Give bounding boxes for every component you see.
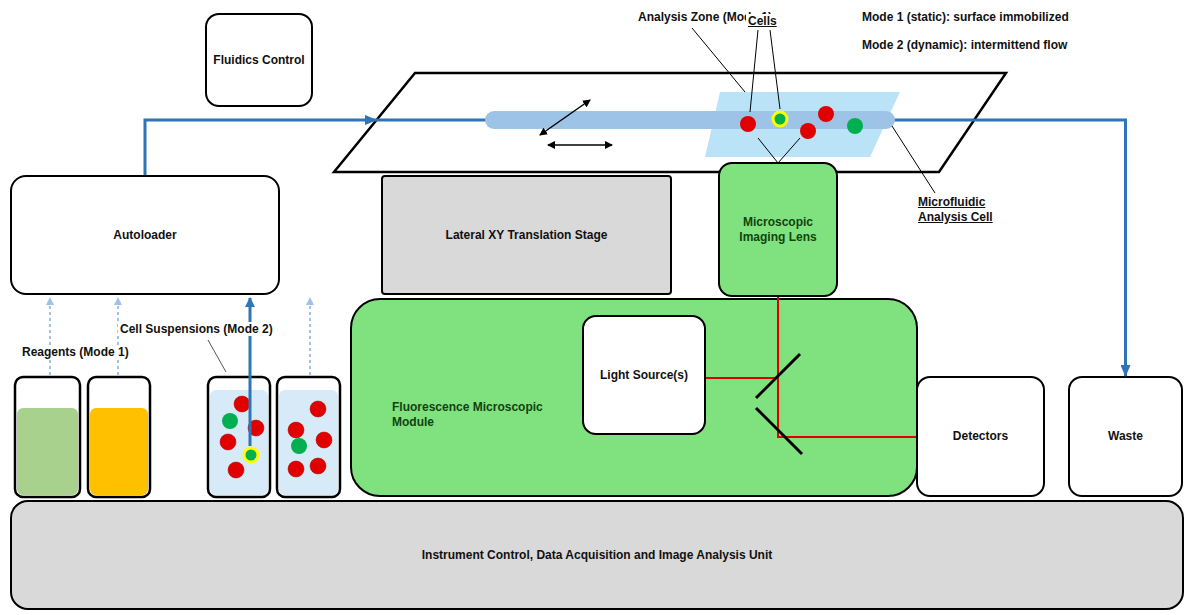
- mode-note: Mode 2 (dynamic): intermittend flow: [860, 38, 1069, 52]
- node-text: Fluorescence Microscopic Module: [392, 400, 582, 430]
- node-text: Light Source(s): [600, 368, 688, 383]
- node-text: Fluidics Control: [213, 53, 304, 68]
- reagent-label: Reagents (Mode 1): [20, 345, 131, 359]
- flow-connector: [975, 120, 1125, 376]
- module-box: Fluorescence Microscopic Module Light Sou…: [350, 298, 918, 497]
- autoloader-box: Autoloader: [10, 175, 280, 295]
- node-text: Microfluidic Analysis Cell: [918, 195, 1013, 225]
- lens-box: Microscopic Imaging Lens: [718, 162, 838, 297]
- waste-box: Waste: [1068, 376, 1183, 497]
- cells-label: Cells: [746, 14, 779, 28]
- node-text: Detectors: [953, 429, 1008, 444]
- control-box: Fluidics Control: [205, 13, 313, 107]
- control-unit-band: Instrument Control, Data Acquisition and…: [10, 500, 1184, 610]
- suspension-label: Cell Suspensions (Mode 2): [118, 322, 275, 336]
- light-source-box: Light Source(s): [582, 315, 706, 435]
- node-text: Autoloader: [113, 228, 176, 243]
- microfluidic-cell: Microfluidic Analysis Cell: [333, 72, 1007, 173]
- node-text: Lateral XY Translation Stage: [446, 228, 608, 243]
- mode-note: Mode 1 (static): surface immobilized: [860, 10, 1071, 24]
- flow-connector: [706, 297, 778, 378]
- node-text: Waste: [1108, 429, 1143, 444]
- stage-box: Lateral XY Translation Stage: [381, 175, 672, 295]
- flow-connector: [145, 120, 376, 175]
- node-text: Instrument Control, Data Acquisition and…: [422, 548, 772, 563]
- flow-connector: [778, 297, 916, 437]
- chip-outline: [333, 72, 1007, 173]
- node-text: Microscopic Imaging Lens: [726, 215, 830, 245]
- detector-box: Detectors: [916, 376, 1045, 497]
